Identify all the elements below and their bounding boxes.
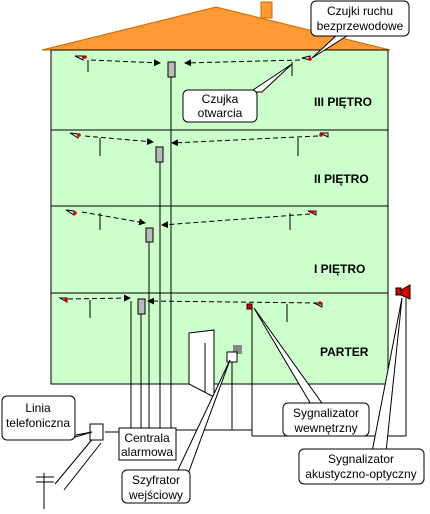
ground-devices bbox=[58, 294, 323, 322]
floor3-devices bbox=[74, 55, 312, 78]
callout-indoor-line2: wewnętrzny bbox=[293, 421, 357, 435]
keypad bbox=[226, 351, 238, 363]
callout-outdoor-siren: Sygnalizator akustyczno-optyczny bbox=[298, 297, 425, 485]
outdoor-siren-icon bbox=[395, 284, 411, 300]
receiver-floor2 bbox=[155, 146, 164, 163]
callout-outdoor-line1: Sygnalizator bbox=[328, 452, 394, 466]
callout-door-sensor: Czujka otwarcia bbox=[182, 63, 293, 123]
control-panel-line2: alarmowa bbox=[121, 445, 173, 459]
callout-phone-line: Linia telefoniczna bbox=[1, 395, 93, 441]
callout-outdoor-line2: akustyczno-optyczny bbox=[305, 467, 416, 481]
receiver-ground bbox=[137, 298, 146, 315]
floor-label-ground: PARTER bbox=[320, 345, 369, 359]
callout-door-line2: otwarcia bbox=[198, 106, 243, 120]
motion-detector-icon-floor3-left bbox=[74, 55, 84, 61]
floor2-devices bbox=[69, 132, 329, 163]
receiver-floor1 bbox=[145, 227, 154, 243]
indoor-siren bbox=[246, 303, 253, 310]
receiver-floor3 bbox=[167, 61, 176, 78]
control-panel-line1: Centrala bbox=[124, 431, 170, 445]
keypad-grey-box bbox=[233, 345, 242, 354]
callout-motion-detectors: Czujki ruchu bezprzewodowe bbox=[310, 0, 410, 59]
floor1-devices bbox=[65, 209, 317, 243]
callout-phone-line1: Linia bbox=[25, 401, 51, 415]
entrance-door bbox=[188, 329, 215, 398]
control-panel: Centrala alarmowa bbox=[118, 427, 177, 461]
floor-label-3: III PIĘTRO bbox=[314, 95, 372, 109]
callout-motion-line1: Czujki ruchu bbox=[327, 4, 393, 18]
telephone-pole-icon bbox=[36, 473, 54, 509]
callout-door-line1: Czujka bbox=[202, 92, 239, 106]
callout-keypad: Szyfrator wejściowy bbox=[121, 359, 231, 504]
callout-indoor-siren: Sygnalizator wewnętrzny bbox=[253, 307, 370, 437]
callout-indoor-line1: Sygnalizator bbox=[293, 406, 359, 420]
chimney bbox=[260, 1, 273, 19]
floor-label-1: I PIĘTRO bbox=[314, 262, 365, 276]
vertical-wiring bbox=[130, 72, 175, 430]
callout-motion-line2: bezprzewodowe bbox=[317, 19, 404, 33]
floor-label-2: II PIĘTRO bbox=[314, 172, 369, 186]
callout-keypad-line2: wejściowy bbox=[128, 488, 183, 502]
callout-keypad-line1: Szyfrator bbox=[132, 473, 180, 487]
callout-phone-line2: telefoniczna bbox=[6, 416, 70, 430]
